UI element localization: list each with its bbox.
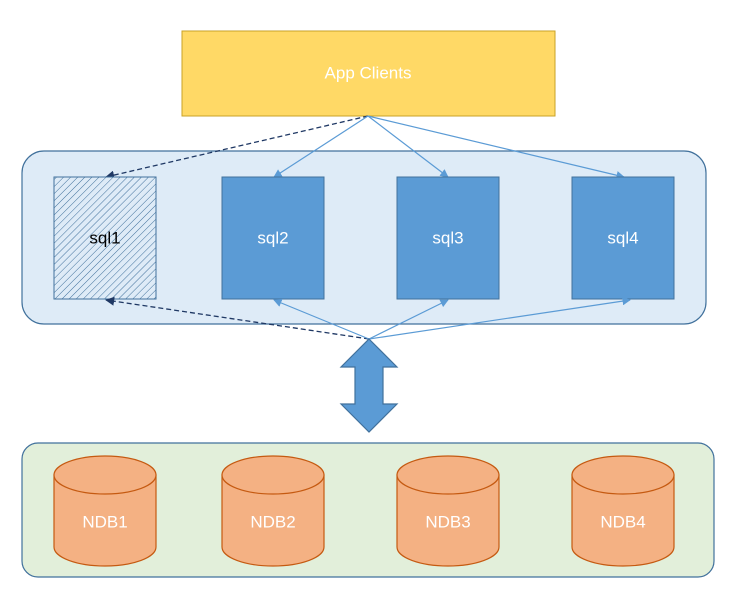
connector-clients-sql4 — [367, 115, 625, 180]
app-clients-label: App Clients — [325, 63, 412, 82]
connector-data-sql2 — [273, 298, 370, 340]
sql-node-label: sql3 — [432, 228, 463, 247]
sql-node-sql3: sql3 — [396, 176, 500, 300]
connector-clients-sql2 — [273, 115, 369, 178]
app-clients-box: App Clients — [181, 30, 556, 117]
sql-node-label: sql2 — [257, 228, 288, 247]
connector-data-sql4 — [368, 296, 631, 340]
double-arrow-icon — [339, 338, 399, 433]
data-connectors — [105, 296, 631, 340]
ndb-node-ndb2: NDB2 — [221, 455, 325, 567]
ndb-node-ndb1: NDB1 — [53, 455, 157, 567]
connector-data-sql1 — [105, 296, 370, 340]
ndb-node-ndb3: NDB3 — [396, 455, 500, 567]
connector-clients-sql3 — [367, 115, 449, 178]
sql-node-sql4: sql4 — [571, 176, 675, 300]
sql-node-sql2: sql2 — [221, 176, 325, 300]
sql-node-label: sql4 — [607, 228, 638, 247]
ndb-node-group — [21, 442, 715, 578]
sql-node-group — [21, 150, 707, 325]
client-connectors — [105, 115, 625, 180]
ndb-node-label: NDB1 — [82, 512, 127, 531]
sql-node-sql1: sql1 — [53, 176, 157, 300]
ndb-node-label: NDB4 — [600, 512, 645, 531]
connector-clients-sql1 — [105, 115, 369, 180]
ndb-node-label: NDB3 — [425, 512, 470, 531]
connector-data-sql3 — [368, 299, 449, 340]
sql-node-label: sql1 — [89, 228, 120, 247]
ndb-node-label: NDB2 — [250, 512, 295, 531]
ndb-node-ndb4: NDB4 — [571, 455, 675, 567]
